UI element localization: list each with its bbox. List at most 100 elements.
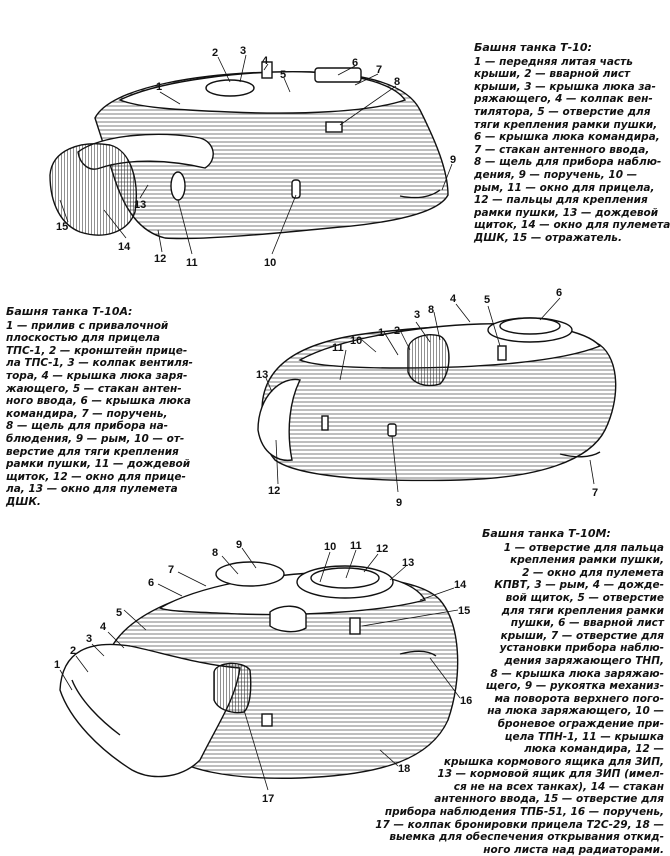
caption-line: верстие для тяги крепления	[6, 445, 179, 458]
t10m-label-14: 14	[454, 579, 467, 591]
caption-line: ДШК.	[6, 495, 41, 508]
caption-line: 2 — окно для пулемета	[522, 566, 664, 579]
t10-turret-drawing	[49, 61, 449, 240]
t10-label-1: 1	[156, 81, 162, 93]
caption-line: крышка кормового ящика для ЗИП,	[443, 755, 664, 768]
t10m-turret-drawing	[59, 561, 459, 779]
caption-line: 1 — отверстие для пальца	[503, 541, 664, 554]
t10m-caption-title: Башня танка Т-10М:	[482, 527, 611, 540]
t10a-label-11: 11	[332, 342, 344, 354]
t10m-label-8: 8	[212, 547, 218, 559]
caption-line: 1 — передняя литая часть	[474, 55, 633, 68]
t10a-callout-numbers: 1 2 3 4 5 6 7 8 9 10 11 12 13	[256, 287, 598, 509]
caption-line: блюдения, 9 — рым, 10 — от-	[6, 432, 185, 445]
t10m-label-11: 11	[350, 540, 362, 552]
caption-line: броневое ограждение при-	[497, 717, 664, 730]
t10a-label-9: 9	[396, 497, 402, 509]
t10a-caption: Башня танка Т-10А: 1 — прилив с привалоч…	[6, 305, 246, 509]
t10a-turret-drawing	[257, 317, 617, 482]
caption-line: тилятора, 5 — отверстие для	[474, 105, 651, 118]
caption-line: плоскостью для прицела	[6, 332, 160, 345]
t10m-label-13: 13	[402, 557, 414, 569]
caption-line: щиток, 14 — окно для пулемета	[474, 219, 670, 232]
t10m-label-17: 17	[262, 793, 274, 805]
caption-line: дения, 9 — поручень, 10 —	[474, 168, 638, 181]
caption-line: ся не на всех танках), 14 — стакан	[453, 780, 664, 793]
t10m-label-9: 9	[236, 539, 242, 551]
t10a-caption-title: Башня танка Т-10А:	[6, 305, 133, 318]
t10-label-15: 15	[56, 221, 68, 233]
caption-line: крепления рамки пушки,	[510, 554, 664, 567]
caption-line: 12 — пальцы для крепления	[474, 194, 648, 207]
caption-line: ряжающего, 4 — колпак вен-	[474, 93, 653, 106]
t10m-label-18: 18	[398, 763, 410, 775]
t10-callout-numbers: 1 2 3 4 5 6 7 8 9 10 11 12 13 14 15	[56, 45, 456, 269]
t10m-label-2: 2	[70, 645, 76, 657]
t10-caption-title: Башня танка Т-10:	[474, 41, 592, 54]
caption-line: рамки пушки, 11 — дождевой	[6, 458, 191, 471]
t10-label-11: 11	[186, 257, 198, 269]
t10-leader-lines	[59, 54, 453, 255]
t10m-label-5: 5	[116, 607, 122, 619]
t10m-label-1: 1	[54, 659, 60, 671]
caption-line: для тяги крепления рамки	[501, 604, 664, 617]
caption-line: 17 — колпак бронировки прицела Т2С-29, 1…	[375, 818, 664, 831]
caption-line: ма поворота верхнего пого-	[494, 692, 664, 705]
caption-line: ного ввода, 6 — крышка люка	[6, 395, 191, 408]
caption-line: ла ТПС-1, 3 — колпак вентиля-	[6, 357, 193, 370]
t10m-label-16: 16	[460, 695, 472, 707]
caption-line: крыши, 7 — отверстие для	[500, 629, 664, 642]
t10m-leader-lines	[59, 547, 461, 791]
t10m-label-15: 15	[458, 605, 470, 617]
caption-line: прибора наблюдения ТПБ-51, 16 — поручень…	[384, 806, 664, 819]
caption-line: дения заряжающего ТНП,	[504, 654, 664, 667]
caption-line: цела ТПН-1, 11 — крышка	[504, 730, 664, 743]
t10a-label-8: 8	[428, 304, 434, 316]
t10m-label-10: 10	[324, 541, 336, 553]
t10-label-2: 2	[212, 47, 218, 59]
t10-label-7: 7	[376, 64, 382, 76]
t10m-label-12: 12	[376, 543, 388, 555]
caption-line: 13 — кормовой ящик для ЗИП (имел-	[437, 768, 664, 781]
caption-line: жающего, 5 — стакан антен-	[6, 382, 182, 395]
t10-caption: Башня танка Т-10: 1 — передняя литая час…	[474, 41, 670, 245]
caption-line: щиток, 12 — окно для прице-	[6, 470, 186, 483]
caption-line: 7 — стакан антенного ввода,	[474, 143, 650, 156]
t10a-label-6: 6	[556, 287, 562, 299]
caption-line: антенного ввода, 15 — отверстие для	[434, 793, 664, 806]
t10a-label-10: 10	[350, 335, 362, 347]
t10-label-12: 12	[154, 253, 166, 265]
t10-label-9: 9	[450, 154, 456, 166]
caption-line: вой щиток, 5 — отверстие	[505, 591, 664, 604]
caption-line: 8 — щель для прибора наблю-	[474, 156, 662, 169]
t10m-label-6: 6	[148, 577, 154, 589]
t10a-label-2: 2	[394, 325, 400, 337]
t10m-label-7: 7	[168, 564, 174, 576]
caption-line: рым, 11 — окно для прицела,	[474, 181, 655, 194]
caption-line: щего, 9 — рукоятка механиз-	[485, 680, 664, 693]
t10a-label-12: 12	[268, 485, 280, 497]
caption-line: ТПС-1, 2 — кронштейн прице-	[6, 344, 188, 357]
t10m-callout-numbers: 1 2 3 4 5 6 7 8 9 10 11 12 13 14 15 16 1…	[54, 539, 472, 805]
caption-line: 8 — крышка люка заряжаю-	[490, 667, 664, 680]
t10m-caption: Башня танка Т-10М: 1 — отверстие для пал…	[364, 527, 664, 856]
t10-label-5: 5	[280, 69, 286, 81]
caption-line: установки прибора наблю-	[499, 642, 664, 655]
caption-line: люка командира, 12 —	[524, 743, 664, 756]
caption-line: пушки, 6 — вварной лист	[510, 617, 664, 630]
t10-label-14: 14	[118, 241, 131, 253]
caption-line: выемка для обеспечения открывания откид-	[389, 831, 664, 844]
caption-line: ДШК, 15 — отражатель.	[474, 231, 622, 244]
caption-line: 1 — прилив с привалочной	[6, 319, 169, 332]
t10a-label-1: 1	[378, 327, 384, 339]
t10m-label-3: 3	[86, 633, 92, 645]
t10a-label-13: 13	[256, 369, 268, 381]
caption-line: тора, 4 — крышка люка заря-	[6, 369, 188, 382]
caption-line: ного листа над радиаторами.	[483, 843, 664, 856]
t10m-label-4: 4	[100, 621, 107, 633]
t10-label-10: 10	[264, 257, 276, 269]
